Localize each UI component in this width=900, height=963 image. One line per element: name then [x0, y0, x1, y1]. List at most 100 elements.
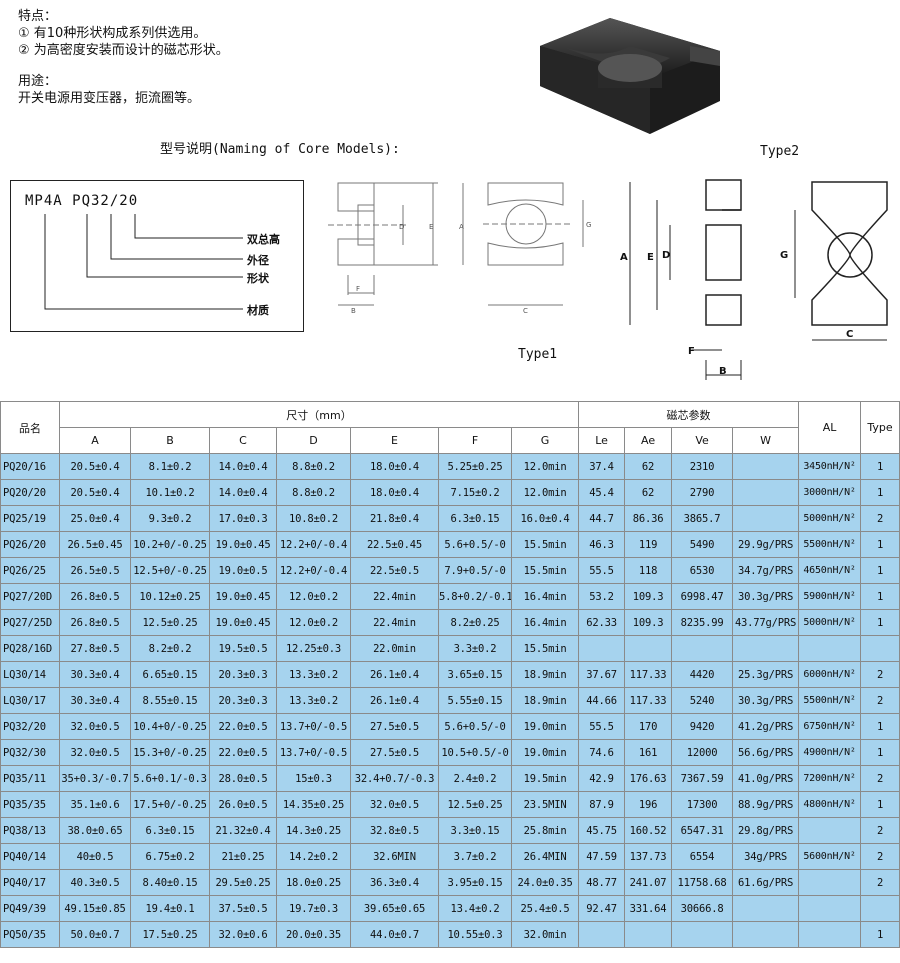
table-cell: 29.8g/PRS	[732, 817, 800, 844]
table-cell: 27.5±0.5	[350, 739, 439, 766]
table-cell: 43.77g/PRS	[732, 609, 800, 636]
table-cell: 48.77	[578, 869, 626, 896]
table-cell: 2	[860, 817, 900, 844]
part-name-cell: PQ26/20	[0, 531, 60, 558]
table-cell: 22.5±0.5	[350, 557, 439, 584]
table-cell: 17.0±0.3	[209, 505, 277, 532]
table-cell: 32.0±0.6	[209, 921, 277, 948]
table-cell: 17.5±0.25	[130, 921, 210, 948]
table-cell: 5600nH/N²	[798, 843, 862, 870]
table-cell: 39.65±0.65	[350, 895, 439, 922]
header-type: Type	[860, 401, 900, 454]
table-cell: 26.4MIN	[510, 843, 580, 870]
table-cell: 2310	[671, 453, 734, 480]
table-cell: 26.8±0.5	[59, 609, 131, 636]
part-name-cell: PQ50/35	[0, 921, 60, 948]
table-cell	[671, 921, 734, 948]
table-cell: 1	[860, 531, 900, 558]
table-cell: 2	[860, 661, 900, 688]
subheader-a: A	[59, 427, 131, 454]
label-height: 双总高	[247, 233, 280, 246]
table-cell: 8.2±0.25	[438, 609, 512, 636]
table-cell	[798, 869, 862, 896]
table-cell: 13.7+0/-0.5	[276, 739, 351, 766]
table-cell: 5.6+0.5/-0	[438, 531, 512, 558]
table-cell: 8.55±0.15	[130, 687, 210, 714]
type2-drawing: A E D F B G C	[620, 179, 888, 380]
table-cell: 35.1±0.6	[59, 791, 131, 818]
table-cell: 22.0±0.5	[209, 713, 277, 740]
table-cell	[624, 921, 673, 948]
table-cell: 8.1±0.2	[130, 453, 210, 480]
subheader-c: C	[209, 427, 277, 454]
table-cell: 1	[860, 713, 900, 740]
table-cell: 5.6+0.5/-0	[438, 713, 512, 740]
table-cell: 5.25±0.25	[438, 453, 512, 480]
table-cell: 14.0±0.4	[209, 479, 277, 506]
table-cell: 8.2±0.2	[130, 635, 210, 662]
subheader-le: Le	[578, 427, 626, 454]
table-cell: 22.5±0.45	[350, 531, 439, 558]
table-cell: 30.3g/PRS	[732, 687, 800, 714]
table-cell: 2790	[671, 479, 734, 506]
table-cell: 5.6+0.1/-0.3	[130, 765, 210, 792]
table-cell: 6000nH/N²	[798, 661, 862, 688]
table-cell: 10.1±0.2	[130, 479, 210, 506]
table-cell: 15±0.3	[276, 765, 351, 792]
table-cell	[798, 635, 862, 662]
table-cell: 14.2±0.2	[276, 843, 351, 870]
table-cell: 3865.7	[671, 505, 734, 532]
table-cell: 5900nH/N²	[798, 583, 862, 610]
table-cell: 3.65±0.15	[438, 661, 512, 688]
table-cell: 9.3±0.2	[130, 505, 210, 532]
table-cell: 12.0±0.2	[276, 609, 351, 636]
table-cell: 27.5±0.5	[350, 713, 439, 740]
part-name-cell: PQ20/16	[0, 453, 60, 480]
table-cell: 7367.59	[671, 765, 734, 792]
header-size: 尺寸（mm）	[58, 401, 580, 428]
table-cell: 37.5±0.5	[209, 895, 277, 922]
table-cell: 11758.68	[671, 869, 734, 896]
table-cell: 22.0±0.5	[209, 739, 277, 766]
table-cell: 176.63	[624, 765, 673, 792]
table-cell: 53.2	[578, 583, 626, 610]
dim-b2-label: B	[719, 366, 727, 377]
table-cell	[732, 453, 800, 480]
label-material: 材质	[247, 304, 269, 317]
table-cell: 14.0±0.4	[209, 453, 277, 480]
part-name-cell: PQ27/25D	[0, 609, 60, 636]
table-cell: 1	[860, 791, 900, 818]
part-name-cell: PQ28/16D	[0, 635, 60, 662]
table-cell: 12.5+0/-0.25	[130, 557, 210, 584]
table-cell	[798, 895, 862, 922]
table-cell: 32.0min	[510, 921, 580, 948]
label-outer-diameter: 外径	[247, 254, 269, 267]
table-cell: 10.8±0.2	[276, 505, 351, 532]
table-cell: 8.40±0.15	[130, 869, 210, 896]
table-cell: 1	[860, 479, 900, 506]
table-cell: 18.0±0.25	[276, 869, 351, 896]
table-cell: 55.5	[578, 713, 626, 740]
table-cell: 3.7±0.2	[438, 843, 512, 870]
feature-2: ② 为高密度安装而设计的磁芯形状。	[18, 43, 229, 58]
dim-b-label: B	[351, 307, 356, 315]
table-cell: 34.7g/PRS	[732, 557, 800, 584]
table-cell: 1	[860, 921, 900, 948]
table-cell: 16.4min	[510, 583, 580, 610]
table-cell: 16.4min	[510, 609, 580, 636]
table-cell: 29.5±0.25	[209, 869, 277, 896]
table-cell: 170	[624, 713, 673, 740]
table-cell: 10.5+0.5/-0	[438, 739, 512, 766]
table-cell: 117.33	[624, 661, 673, 688]
dim-f-label: F	[356, 285, 360, 293]
part-name-cell: PQ32/30	[0, 739, 60, 766]
usage-text: 开关电源用变压器，扼流圈等。	[18, 91, 201, 106]
